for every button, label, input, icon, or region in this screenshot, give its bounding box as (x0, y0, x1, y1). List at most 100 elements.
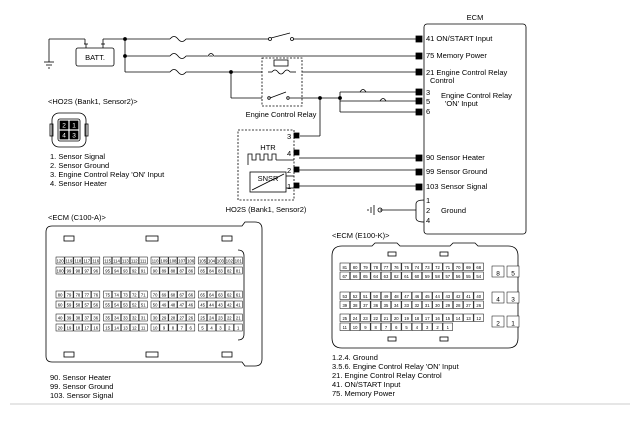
e100-pin-7-box (380, 322, 392, 331)
c100-legend-1: 90. Sensor Heater (50, 373, 111, 382)
c100-pin-16: 16 (93, 325, 98, 330)
c100-pin-59: 59 (67, 302, 72, 307)
c100-pin-55: 55 (105, 302, 110, 307)
c100-pin-75: 75 (105, 292, 110, 297)
c100-pin-75-box (103, 290, 112, 299)
e100-pin-81-box (339, 262, 350, 271)
e100-pin-16: 16 (435, 316, 440, 321)
e100-pin-22-box (370, 313, 381, 322)
c100-pin-15: 15 (105, 325, 110, 330)
ho2s-legend-4: 4. Sensor Heater (50, 179, 107, 188)
e100-pin-71-box (442, 262, 453, 271)
c100-pin-5: 5 (201, 325, 204, 330)
c100-pin-56-box (91, 300, 101, 309)
c100-pin-115-box (103, 256, 112, 265)
e100-side-pin-8-box (491, 265, 505, 278)
c100-pin-119-box (64, 256, 74, 265)
c100-pin-54-box (112, 300, 121, 309)
e100-pin-55-box (463, 271, 474, 280)
e100-pin-53: 53 (342, 294, 347, 299)
c100-pin-106: 106 (187, 258, 195, 263)
e100-title: <ECM (E100-K)> (332, 231, 390, 240)
c100-pin-96: 96 (93, 268, 98, 273)
e100-pin-35-box (380, 300, 392, 309)
e100-side-pin-4: 4 (496, 296, 500, 303)
c100-pin-80: 80 (58, 292, 63, 297)
c100-pin-89-box (159, 266, 169, 275)
c100-pin-112-box (129, 256, 139, 265)
e100-pin-55: 55 (466, 274, 471, 279)
ho2s-pin-3: 3 (72, 133, 76, 140)
c100-pin-60-box (55, 300, 65, 309)
c100-pin-30: 30 (153, 315, 158, 320)
e100-pin-34-box (391, 300, 402, 309)
e100-pin-66: 66 (353, 274, 358, 279)
e100-pin-13: 13 (466, 316, 471, 321)
c100-pin-88-box (168, 266, 178, 275)
ecm-pin-103: 103 Sensor Signal (426, 182, 488, 191)
e100-pin-63: 63 (384, 274, 389, 279)
ecm-pin-21: 21 Engine Control Relay (426, 68, 508, 77)
e100-pin-1: 1 (447, 325, 450, 330)
c100-pin-102: 102 (226, 258, 234, 263)
e100-pin-47-box (401, 291, 412, 300)
c100-pin-6: 6 (190, 325, 193, 330)
e100-pin-77: 77 (384, 265, 389, 270)
e100-pin-40-box (473, 291, 484, 300)
e100-pin-67-box (339, 271, 350, 280)
e100-pin-12-box (473, 313, 484, 322)
c100-pin-89: 89 (162, 268, 167, 273)
c100-pin-38-box (73, 313, 83, 322)
ecm-pin-75: 75 Memory Power (426, 51, 487, 60)
c100-pin-85-box (198, 266, 207, 275)
c100-pin-11-box (138, 323, 148, 332)
e100-pin-28-box (453, 300, 464, 309)
c100-pin-23-box (216, 313, 225, 322)
c100-pin-103: 103 (217, 258, 225, 263)
c100-pin-93-box (121, 266, 130, 275)
c100-pin-8-box (168, 323, 178, 332)
e100-pin-42-box (453, 291, 464, 300)
e100-side-pin-2: 2 (496, 320, 500, 327)
c100-pin-32: 32 (132, 315, 137, 320)
e100-pin-32: 32 (415, 303, 420, 308)
e100-pin-59: 59 (425, 274, 430, 279)
c100-pin-51: 51 (141, 302, 146, 307)
e100-pin-54: 54 (476, 274, 481, 279)
e100-pin-15: 15 (445, 316, 450, 321)
ho2s-legend-2: 2. Sensor Ground (50, 161, 109, 170)
c100-pin-72: 72 (132, 292, 137, 297)
c100-pin-2-box (224, 323, 234, 332)
c100-pin-108-box (168, 256, 178, 265)
ecm-pin-markers (415, 35, 423, 191)
e100-pin-43-box (442, 291, 453, 300)
c100-pin-54: 54 (114, 302, 119, 307)
c100-pin-31: 31 (141, 315, 146, 320)
e100-pin-38-box (350, 300, 361, 309)
c100-pin-32-box (129, 313, 139, 322)
fuse-icon (169, 36, 187, 75)
c100-pin-43-box (216, 300, 225, 309)
c100-pin-76-box (91, 290, 101, 299)
e100-pin-54-box (473, 271, 484, 280)
c100-pin-61: 61 (236, 292, 241, 297)
e100-side-pin-3-box (506, 291, 520, 304)
c100-pin-28: 28 (171, 315, 176, 320)
c100-pin-73-box (121, 290, 130, 299)
e100-pin-7: 7 (385, 325, 388, 330)
e100-side-pin-3: 3 (511, 296, 515, 303)
c100-pin-74-box (112, 290, 121, 299)
c100-pin-82: 82 (227, 268, 232, 273)
c100-pin-44-box (207, 300, 216, 309)
e100-pin-21: 21 (384, 316, 389, 321)
e100-pin-14-box (453, 313, 464, 322)
c100-pin-93: 93 (123, 268, 128, 273)
e100-pin-30: 30 (435, 303, 440, 308)
c100-pin-57: 57 (84, 302, 89, 307)
e100-pin-64: 64 (373, 274, 378, 279)
c100-pin-36-box (91, 313, 101, 322)
c100-pin-67-box (177, 290, 187, 299)
sensor-title: HO2S (Bank1, Sensor2) (226, 205, 307, 214)
c100-pin-19-box (64, 323, 74, 332)
c100-pin-103-box (216, 256, 225, 265)
